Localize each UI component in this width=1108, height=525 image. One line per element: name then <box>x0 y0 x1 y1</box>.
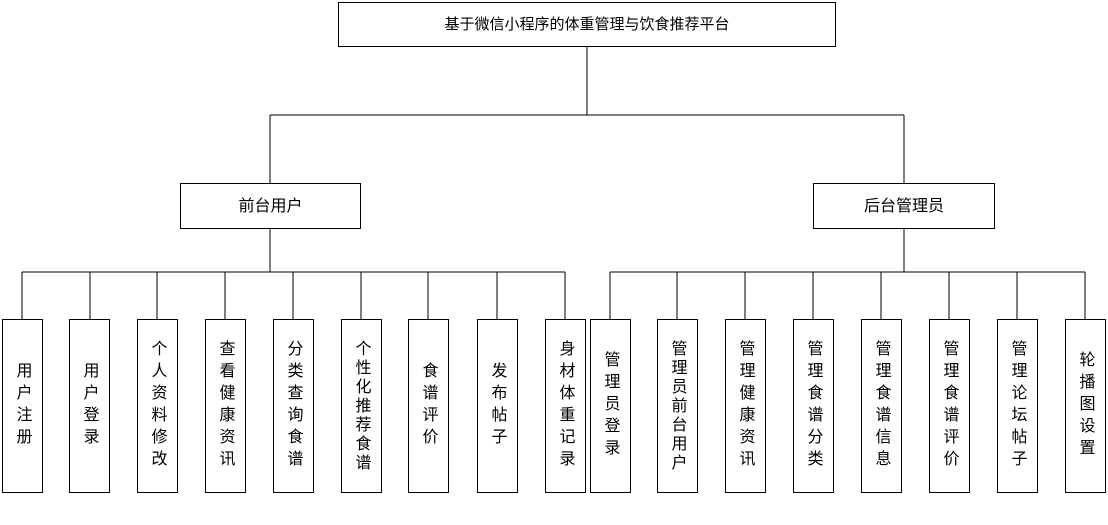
leaf-label: 食谱评价 <box>419 362 439 450</box>
front-leaf-user-register: 用户注册 <box>2 319 43 493</box>
leaf-label: 管理员前台用户 <box>668 339 688 473</box>
leaf-label: 身材体重记录 <box>556 340 576 472</box>
front-leaf-body-weight-record: 身材体重记录 <box>545 319 586 493</box>
leaf-label: 轮播图设置 <box>1076 351 1096 461</box>
back-leaf-manage-forum-posts: 管理论坛帖子 <box>997 319 1038 493</box>
back-leaf-admin-login: 管理员登录 <box>590 319 631 493</box>
back-leaf-manage-recipe-category: 管理食谱分类 <box>793 319 834 493</box>
leaf-label: 管理论坛帖子 <box>1008 340 1028 472</box>
branch-back-admin-label: 后台管理员 <box>863 196 944 215</box>
leaf-label: 管理健康资讯 <box>736 340 756 472</box>
root-node: 基于微信小程序的体重管理与饮食推荐平台 <box>338 2 836 47</box>
back-leaf-admin-front-users: 管理员前台用户 <box>657 319 698 493</box>
back-leaf-manage-health-news: 管理健康资讯 <box>725 319 766 493</box>
front-leaf-publish-post: 发布帖子 <box>477 319 518 493</box>
leaf-label: 查看健康资讯 <box>216 340 236 472</box>
front-leaf-recipe-review: 食谱评价 <box>408 319 449 493</box>
leaf-label: 用户登录 <box>80 362 100 450</box>
leaf-label: 管理食谱评价 <box>940 340 960 472</box>
branch-front-user-label: 前台用户 <box>238 196 303 215</box>
front-leaf-user-login: 用户登录 <box>69 319 110 493</box>
branch-front-user: 前台用户 <box>180 183 361 229</box>
leaf-label: 个性化推荐食谱 <box>352 339 372 473</box>
leaf-label: 管理食谱信息 <box>872 340 892 472</box>
back-leaf-manage-recipe-info: 管理食谱信息 <box>861 319 902 493</box>
back-leaf-manage-recipe-review: 管理食谱评价 <box>929 319 970 493</box>
leaf-label: 用户注册 <box>13 362 33 450</box>
leaf-label: 分类查询食谱 <box>284 340 304 472</box>
leaf-label: 发布帖子 <box>488 362 508 450</box>
back-leaf-carousel-settings: 轮播图设置 <box>1065 319 1106 493</box>
root-node-label: 基于微信小程序的体重管理与饮食推荐平台 <box>444 15 730 33</box>
leaf-label: 个人资料修改 <box>148 340 168 472</box>
front-leaf-personalized-recipes: 个性化推荐食谱 <box>341 319 382 493</box>
leaf-label: 管理食谱分类 <box>804 340 824 472</box>
front-leaf-recipe-category-search: 分类查询食谱 <box>273 319 314 493</box>
front-leaf-view-health-news: 查看健康资讯 <box>205 319 246 493</box>
front-leaf-profile-edit: 个人资料修改 <box>137 319 178 493</box>
leaf-label: 管理员登录 <box>601 351 621 461</box>
branch-back-admin: 后台管理员 <box>813 183 995 229</box>
